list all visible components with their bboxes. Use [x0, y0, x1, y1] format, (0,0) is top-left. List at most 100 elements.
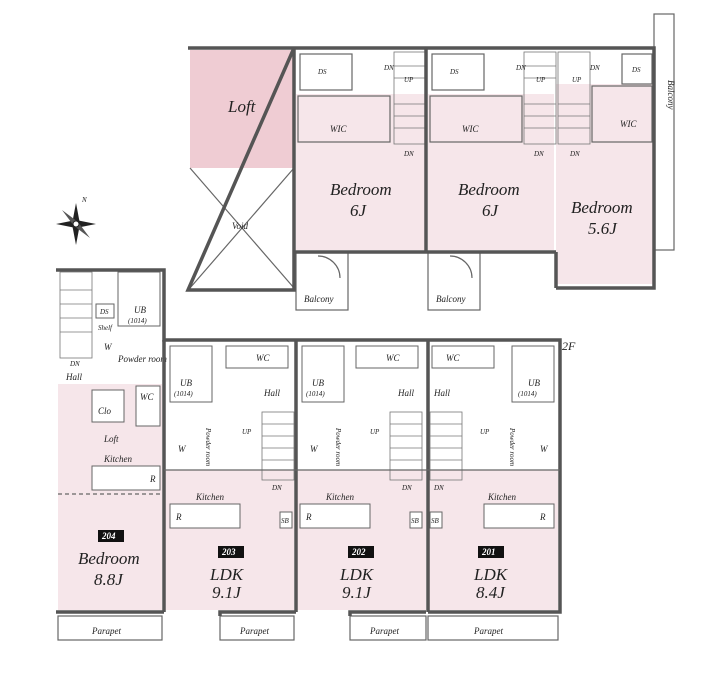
up-201: UP: [480, 428, 490, 436]
ub-202: UB: [312, 378, 324, 388]
hall-204: Hall: [65, 372, 83, 382]
balcony-b: Balcony: [436, 294, 466, 304]
balcony-right: Balcony: [666, 80, 676, 110]
ds-label-1: DS: [317, 68, 327, 76]
wic-label-2: WIC: [462, 124, 479, 134]
upper-bedroom-2: Bedroom: [458, 180, 520, 199]
powder-201: Powder room: [508, 427, 516, 466]
upper-dn-6: DN: [569, 150, 580, 158]
powder-204: Powder room: [117, 354, 167, 364]
floor-label: 2F: [562, 339, 576, 353]
loft-204: Loft: [103, 434, 119, 444]
upper-dn-1: DN: [383, 64, 394, 72]
upper-dn-4: DN: [533, 150, 544, 158]
sb-202: SB: [411, 517, 420, 525]
ldk-size-203: 9.1J: [212, 583, 242, 602]
ds-label-3: DS: [631, 66, 641, 74]
dn-204: DN: [69, 360, 80, 368]
hall-203: Hall: [263, 388, 281, 398]
parapet-201: Parapet: [473, 626, 503, 636]
w-203: W: [178, 444, 187, 454]
unit-number-203: 203: [221, 547, 236, 557]
powder-202: Powder room: [334, 427, 342, 466]
r-201: R: [539, 512, 546, 522]
ub-size-201: (1014): [518, 390, 537, 398]
upper-up-2: UP: [536, 76, 546, 84]
kitchen-204: Kitchen: [103, 454, 132, 464]
ub-size-204: (1014): [128, 317, 147, 325]
ub-size-202: (1014): [306, 390, 325, 398]
parapet-203: Parapet: [239, 626, 269, 636]
upper-bedroom-3: Bedroom: [571, 198, 633, 217]
unit-204: DN Hall UB (1014) DS Shelf W Powder room…: [57, 270, 167, 641]
clo-204: Clo: [98, 406, 112, 416]
ub-204: UB: [134, 305, 146, 315]
upper-up-3: UP: [572, 76, 582, 84]
parapet-202: Parapet: [369, 626, 399, 636]
bedroom-size-204: 8.8J: [94, 570, 124, 589]
powder-203: Powder room: [204, 427, 212, 466]
hall-201: Hall: [433, 388, 451, 398]
kitchen-202: Kitchen: [325, 492, 354, 502]
dn-203: DN: [271, 484, 282, 492]
w-202: W: [310, 444, 319, 454]
unit-203: UB (1014) WC Hall Powder room UP DN W Ki…: [164, 345, 295, 641]
upper-dn-5: DN: [589, 64, 600, 72]
upper-bedroom-size-3: 5.6J: [588, 219, 618, 238]
upper-bedroom-size-2: 6J: [482, 201, 500, 220]
r-203: R: [175, 512, 182, 522]
void-label: Void: [232, 221, 249, 231]
ub-203: UB: [180, 378, 192, 388]
unit-202: UB (1014) WC Hall Powder room UP DN W Ki…: [296, 345, 427, 641]
unit-number-204: 204: [101, 531, 116, 541]
unit-201: UB (1014) WC Hall Powder room UP DN W Ki…: [427, 345, 559, 641]
main-floor: 2F DN Hall UB (1014) DS Shelf W Powder r…: [56, 268, 576, 641]
sb-203: SB: [281, 517, 290, 525]
ldk-size-201: 8.4J: [476, 583, 506, 602]
up-202: UP: [370, 428, 380, 436]
r-202: R: [305, 512, 312, 522]
wic-label-3: WIC: [620, 119, 637, 129]
dn-202: DN: [401, 484, 412, 492]
hall-202: Hall: [397, 388, 415, 398]
balcony-a: Balcony: [304, 294, 334, 304]
upper-stair-3: [557, 51, 591, 145]
wc-203: WC: [256, 353, 270, 363]
loft-area: [190, 50, 294, 168]
ldk-201: LDK: [473, 565, 509, 584]
upper-dn-3: DN: [515, 64, 526, 72]
upper-stair-2: [523, 51, 557, 145]
upper-up-1: UP: [404, 76, 414, 84]
wc-201: WC: [446, 353, 460, 363]
compass: N: [56, 196, 96, 245]
bedroom-204: Bedroom: [78, 549, 140, 568]
ds-204: DS: [99, 308, 109, 316]
up-203: UP: [242, 428, 252, 436]
r-204: R: [149, 474, 156, 484]
ub-size-203: (1014): [174, 390, 193, 398]
upper-bedroom-size-1: 6J: [350, 201, 368, 220]
unit-number-201: 201: [481, 547, 496, 557]
wc-204: WC: [140, 392, 154, 402]
wc-202: WC: [386, 353, 400, 363]
parapet-204: Parapet: [91, 626, 121, 636]
ldk-202: LDK: [339, 565, 375, 584]
upper-floor: Loft Void DS DS DS WIC WIC WIC: [185, 13, 676, 311]
dn-201: DN: [433, 484, 444, 492]
upper-bedroom-1: Bedroom: [330, 180, 392, 199]
wic-label-1: WIC: [330, 124, 347, 134]
sb-201: SB: [431, 517, 440, 525]
ldk-size-202: 9.1J: [342, 583, 372, 602]
shelf-204: Shelf: [98, 324, 113, 332]
ds-label-2: DS: [449, 68, 459, 76]
compass-north: N: [81, 196, 87, 204]
unit-number-202: 202: [351, 547, 366, 557]
w-201: W: [540, 444, 549, 454]
upper-dn-2: DN: [403, 150, 414, 158]
kitchen-201: Kitchen: [487, 492, 516, 502]
loft-label: Loft: [227, 97, 257, 116]
kitchen-203: Kitchen: [195, 492, 224, 502]
w-204: W: [104, 342, 113, 352]
ldk-203: LDK: [209, 565, 245, 584]
